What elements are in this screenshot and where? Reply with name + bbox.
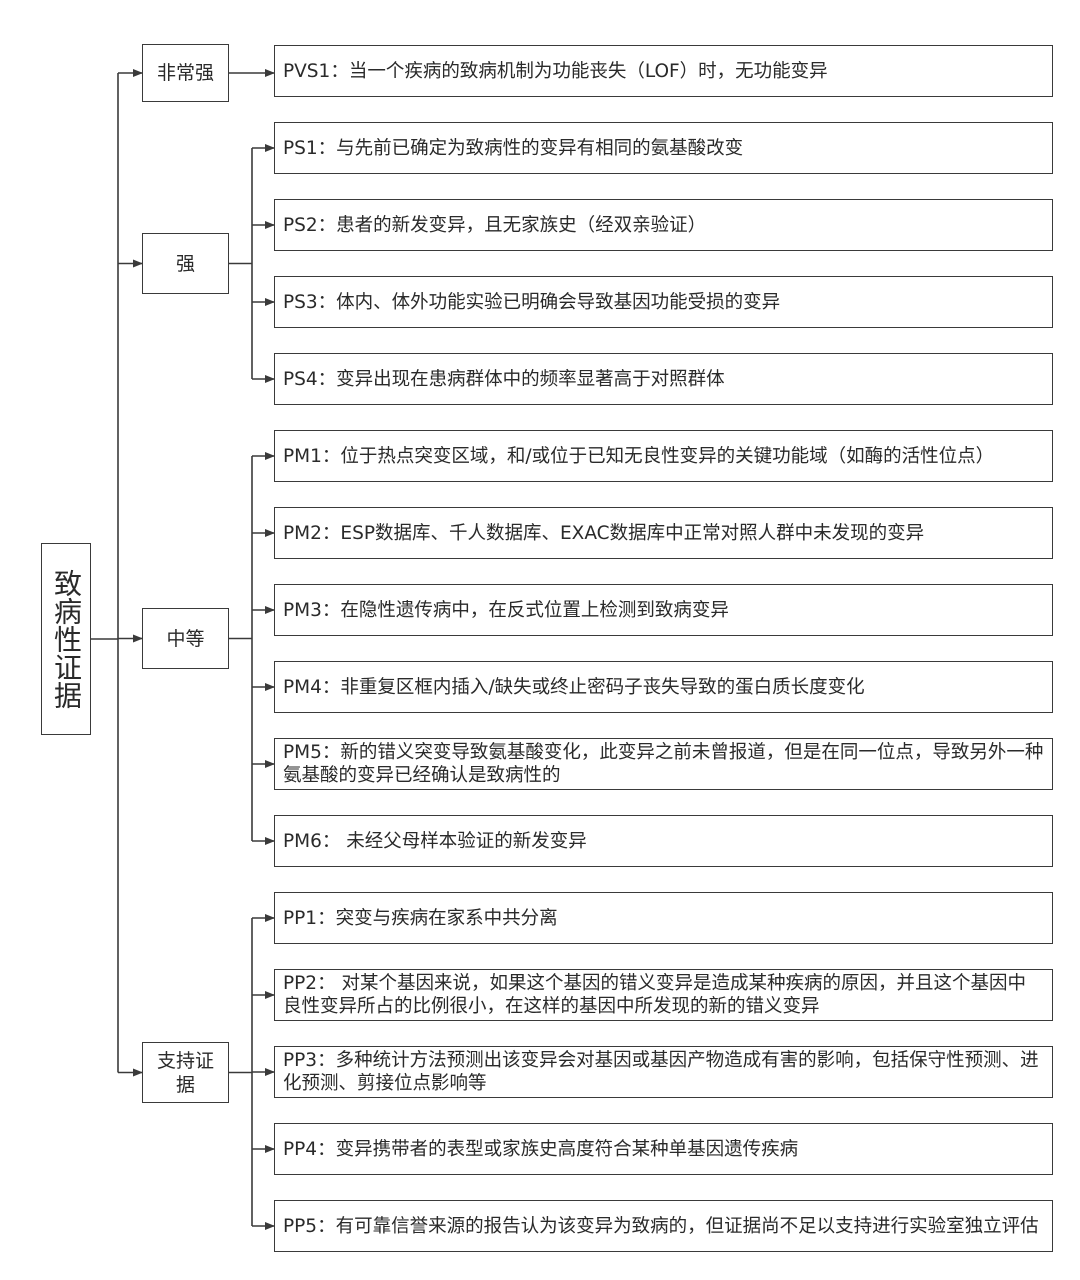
evidence-item: PM1：位于热点突变区域，和/或位于已知无良性变异的关键功能域（如酶的活性位点）: [274, 430, 1053, 482]
root-node: 致病性证据: [41, 543, 91, 735]
category-label: 中等: [166, 627, 205, 650]
evidence-item: PS3：体内、体外功能实验已明确会导致基因功能受损的变异: [274, 276, 1053, 328]
evidence-item: PP2： 对某个基因来说，如果这个基因的错义变异是造成某种疾病的原因，并且这个基…: [274, 969, 1053, 1021]
evidence-item: PP5：有可靠信誉来源的报告认为该变异为致病的，但证据尚不足以支持进行实验室独立…: [274, 1200, 1053, 1252]
evidence-item-text: PS1：与先前已确定为致病性的变异有相同的氨基酸改变: [283, 137, 744, 159]
evidence-item-text: PM2：ESP数据库、千人数据库、EXAC数据库中正常对照人群中未发现的变异: [283, 522, 925, 544]
category-node: 中等: [142, 608, 229, 669]
evidence-item: PP4：变异携带者的表型或家族史高度符合某种单基因遗传疾病: [274, 1123, 1053, 1175]
evidence-item-text: PM5：新的错义突变导致氨基酸变化，此变异之前未曾报道，但是在同一位点，导致另外…: [283, 742, 1044, 786]
evidence-item: PP1：突变与疾病在家系中共分离: [274, 892, 1053, 944]
evidence-item-text: PS2：患者的新发变异，且无家族史（经双亲验证）: [283, 214, 707, 236]
evidence-item-text: PM4：非重复区框内插入/缺失或终止密码子丧失导致的蛋白质长度变化: [283, 676, 865, 698]
category-node: 非常强: [142, 44, 229, 102]
evidence-item-text: PP3：多种统计方法预测出该变异会对基因或基因产物造成有害的影响，包括保守性预测…: [283, 1050, 1039, 1094]
evidence-item-text: PS4：变异出现在患病群体中的频率显著高于对照群体: [283, 368, 725, 390]
root-label: 致病性证据: [50, 569, 83, 709]
evidence-item-text: PM1：位于热点突变区域，和/或位于已知无良性变异的关键功能域（如酶的活性位点）: [283, 445, 995, 467]
evidence-item: PM4：非重复区框内插入/缺失或终止密码子丧失导致的蛋白质长度变化: [274, 661, 1053, 713]
category-label: 支持证据: [156, 1049, 214, 1096]
evidence-item-text: PS3：体内、体外功能实验已明确会导致基因功能受损的变异: [283, 291, 781, 313]
evidence-item-text: PP2： 对某个基因来说，如果这个基因的错义变异是造成某种疾病的原因，并且这个基…: [283, 973, 1026, 1017]
evidence-item: PS4：变异出现在患病群体中的频率显著高于对照群体: [274, 353, 1053, 405]
evidence-item: PP3：多种统计方法预测出该变异会对基因或基因产物造成有害的影响，包括保守性预测…: [274, 1046, 1053, 1098]
evidence-item: PM5：新的错义突变导致氨基酸变化，此变异之前未曾报道，但是在同一位点，导致另外…: [274, 738, 1053, 790]
evidence-item: PS2：患者的新发变异，且无家族史（经双亲验证）: [274, 199, 1053, 251]
evidence-item: PS1：与先前已确定为致病性的变异有相同的氨基酸改变: [274, 122, 1053, 174]
evidence-item-text: PVS1：当一个疾病的致病机制为功能丧失（LOF）时，无功能变异: [283, 60, 828, 82]
category-label: 强: [175, 252, 195, 275]
evidence-item-text: PM3：在隐性遗传病中，在反式位置上检测到致病变异: [283, 599, 729, 621]
evidence-item: PVS1：当一个疾病的致病机制为功能丧失（LOF）时，无功能变异: [274, 45, 1053, 97]
evidence-item-text: PP5：有可靠信誉来源的报告认为该变异为致病的，但证据尚不足以支持进行实验室独立…: [283, 1215, 1039, 1237]
evidence-item-text: PM6： 未经父母样本验证的新发变异: [283, 830, 587, 852]
evidence-item: PM2：ESP数据库、千人数据库、EXAC数据库中正常对照人群中未发现的变异: [274, 507, 1053, 559]
evidence-item: PM3：在隐性遗传病中，在反式位置上检测到致病变异: [274, 584, 1053, 636]
evidence-item-text: PP1：突变与疾病在家系中共分离: [283, 907, 558, 929]
evidence-item-text: PP4：变异携带者的表型或家族史高度符合某种单基因遗传疾病: [283, 1138, 799, 1160]
category-node: 支持证据: [142, 1042, 229, 1103]
category-node: 强: [142, 233, 229, 294]
evidence-item: PM6： 未经父母样本验证的新发变异: [274, 815, 1053, 867]
category-label: 非常强: [156, 62, 214, 84]
